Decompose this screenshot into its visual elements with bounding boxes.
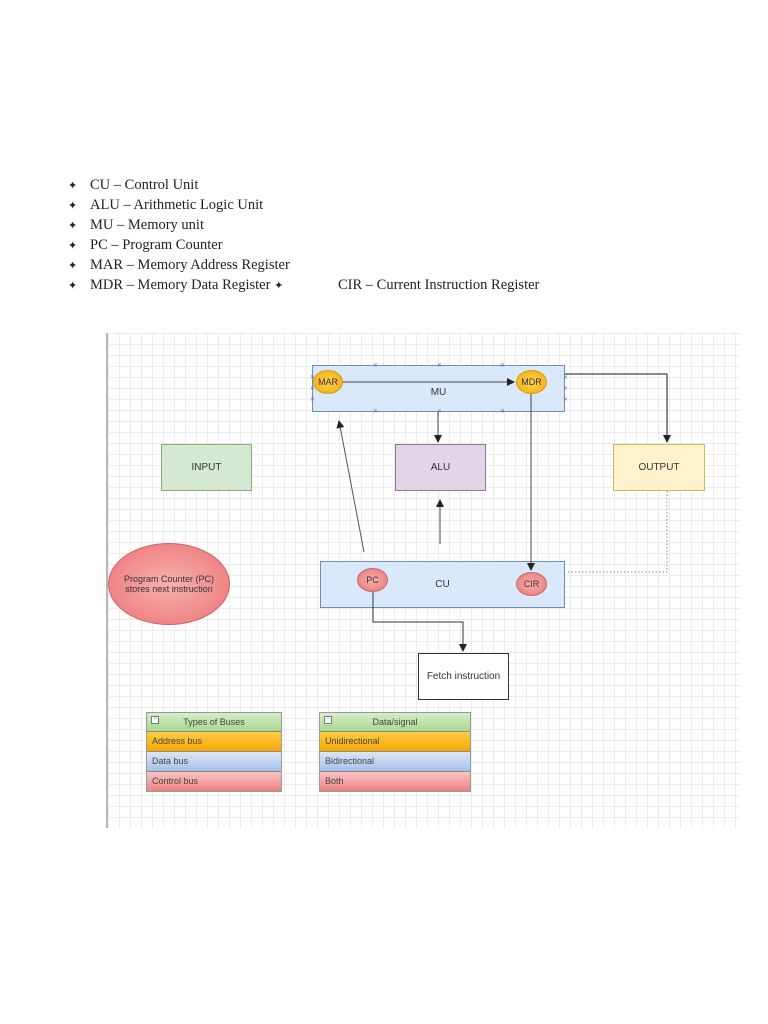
fetch-instruction-block[interactable]: Fetch instruction — [418, 653, 509, 700]
data-signal-table[interactable]: − Data/signal Unidirectional Bidirection… — [319, 712, 471, 792]
program-counter-note[interactable]: Program Counter (PC) stores next instruc… — [108, 543, 230, 625]
table-row: Bidirectional — [320, 752, 470, 772]
selection-handle[interactable]: ✕ — [563, 374, 569, 381]
legend-item-alu: ✦ALU – Arithmetic Logic Unit — [68, 195, 290, 215]
legend-item-mu: ✦MU – Memory unit — [68, 215, 290, 235]
selection-handle[interactable]: ✕ — [500, 408, 506, 415]
table-row: Address bus — [147, 732, 281, 752]
selection-handle[interactable]: ✕ — [310, 396, 316, 403]
star-bullet-icon: ✦ — [68, 220, 78, 232]
legend-item-mdr: ✦MDR – Memory Data Register ✦ CIR – Curr… — [68, 275, 539, 295]
selection-handle[interactable]: ✕ — [437, 362, 443, 369]
selection-handle[interactable]: ✕ — [373, 408, 379, 415]
star-bullet-icon: ✦ — [68, 280, 78, 292]
selection-handle[interactable]: ✕ — [437, 408, 443, 415]
table-header: − Types of Buses — [147, 713, 281, 732]
star-bullet-icon: ✦ — [68, 200, 78, 212]
selection-handle[interactable]: ✕ — [373, 362, 379, 369]
collapse-icon[interactable]: − — [324, 716, 332, 724]
alu-block[interactable]: ALU — [395, 444, 486, 491]
star-bullet-icon: ✦ — [68, 260, 78, 272]
table-row: Data bus — [147, 752, 281, 772]
selection-handle[interactable]: ✕ — [500, 362, 506, 369]
cir-node[interactable]: CIR — [516, 572, 547, 596]
legend-item-pc: ✦PC – Program Counter — [68, 235, 290, 255]
legend-item-cir: CIR – Current Instruction Register — [338, 277, 540, 293]
input-block[interactable]: INPUT — [161, 444, 252, 491]
selection-handle[interactable]: ✕ — [563, 396, 569, 403]
mar-node[interactable]: MAR — [313, 370, 343, 394]
star-bullet-icon: ✦ — [274, 280, 284, 292]
star-bullet-icon: ✦ — [68, 180, 78, 192]
legend-item-mar: ✦MAR – Memory Address Register — [68, 255, 290, 275]
pc-node[interactable]: PC — [357, 568, 388, 592]
abbreviation-legend: ✦CU – Control Unit ✦ALU – Arithmetic Log… — [68, 175, 539, 295]
selection-handle[interactable]: ✕ — [563, 385, 569, 392]
selection-handle[interactable]: ✕ — [310, 385, 316, 392]
table-row: Both — [320, 772, 470, 791]
table-row: Unidirectional — [320, 732, 470, 752]
selection-handle[interactable]: ✕ — [310, 374, 316, 381]
output-block[interactable]: OUTPUT — [613, 444, 705, 491]
bus-types-table[interactable]: − Types of Buses Address bus Data bus Co… — [146, 712, 282, 792]
legend-item-cu: ✦CU – Control Unit — [68, 175, 290, 195]
table-row: Control bus — [147, 772, 281, 791]
collapse-icon[interactable]: − — [151, 716, 159, 724]
star-bullet-icon: ✦ — [68, 240, 78, 252]
mdr-node[interactable]: MDR — [516, 370, 547, 394]
table-header: − Data/signal — [320, 713, 470, 732]
